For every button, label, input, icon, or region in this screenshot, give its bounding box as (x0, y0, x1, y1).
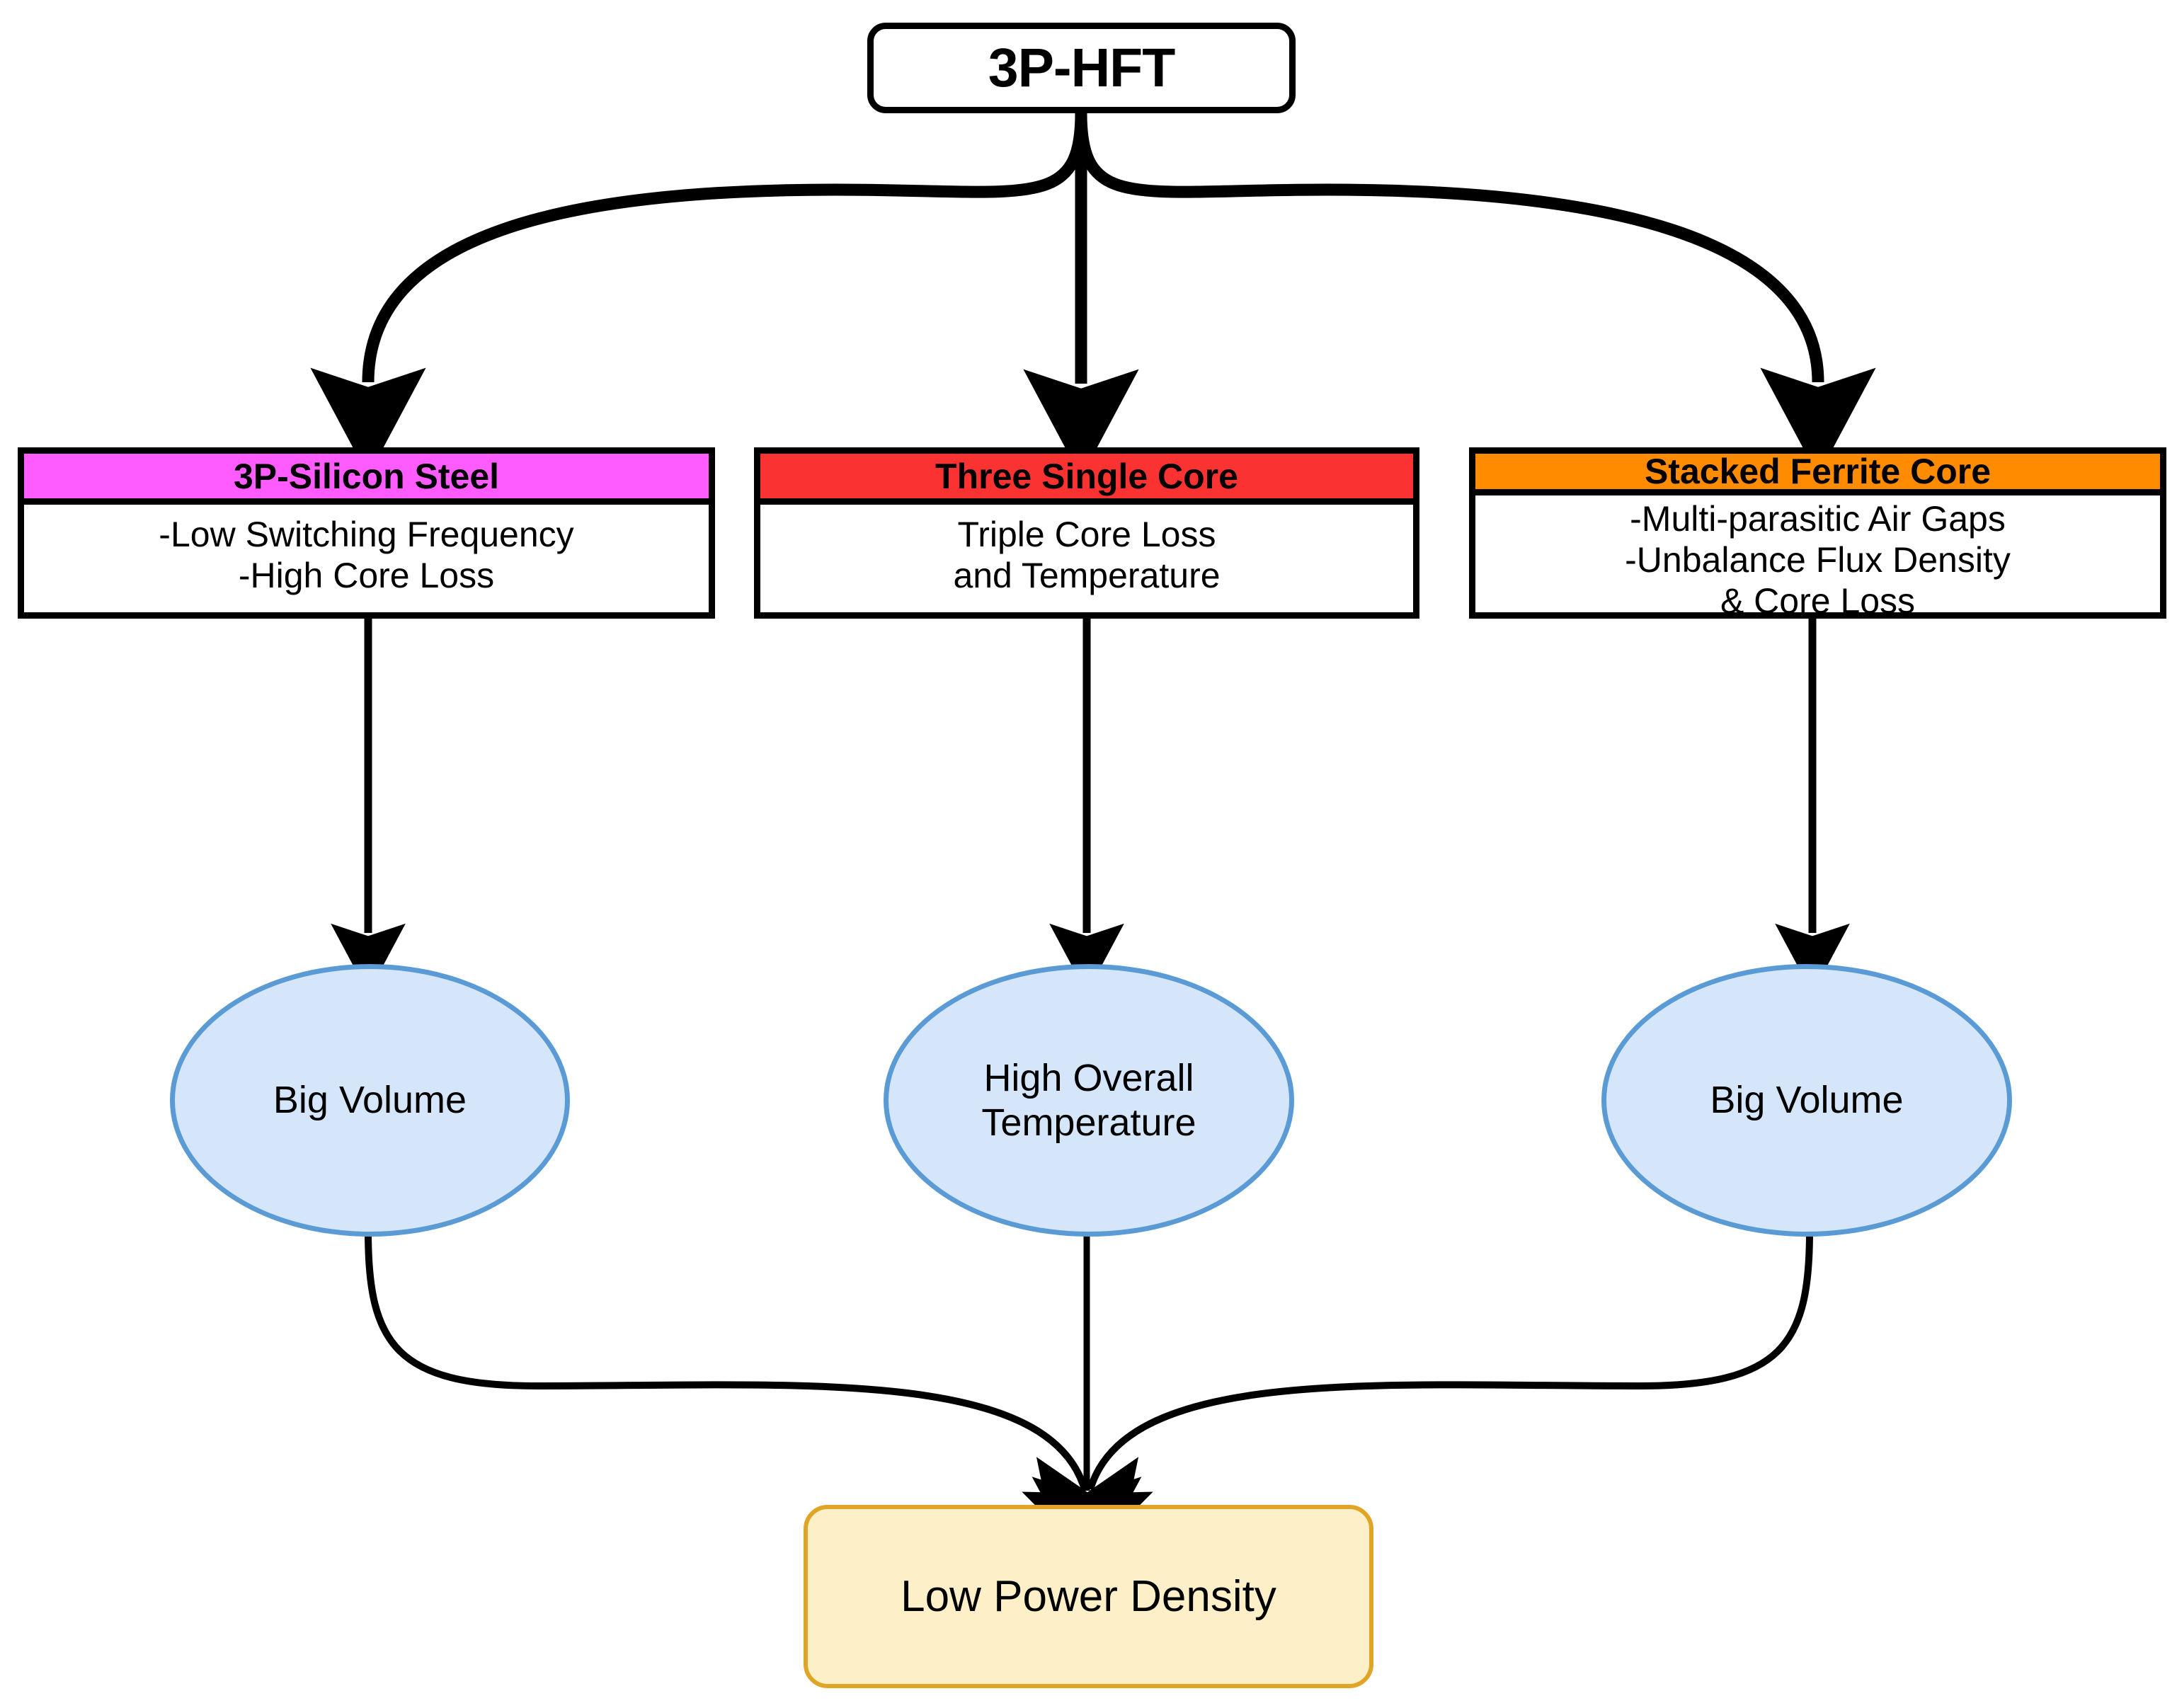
root-node-3p-hft[interactable]: 3P-HFT (867, 23, 1296, 113)
option-card-body-stacked-ferrite-core: -Multi-parasitic Air Gaps -Unbalance Flu… (1475, 495, 2160, 631)
edge-root-to-silicon-steel (310, 113, 1087, 476)
option-card-header-label: 3P-Silicon Steel (233, 456, 500, 496)
root-node-label: 3P-HFT (988, 37, 1175, 98)
option-card-silicon-steel[interactable]: 3P-Silicon Steel -Low Switching Frequenc… (18, 447, 715, 619)
conclusion-node-label: Low Power Density (901, 1571, 1276, 1621)
outcome-ellipse-big-volume-right[interactable]: Big Volume (1601, 964, 2012, 1237)
option-card-header-label: Three Single Core (935, 456, 1238, 496)
outcome-ellipse-label: Big Volume (273, 1079, 467, 1122)
outcome-ellipse-high-overall-temperature[interactable]: High Overall Temperature (884, 964, 1294, 1237)
option-card-body-text: Triple Core Loss and Temperature (953, 515, 1221, 595)
option-card-header-label: Stacked Ferrite Core (1644, 452, 1992, 491)
option-card-header-stacked-ferrite-core: Stacked Ferrite Core (1475, 454, 2160, 495)
option-card-header-silicon-steel: 3P-Silicon Steel (24, 454, 709, 505)
option-card-body-three-single-core: Triple Core Loss and Temperature (760, 505, 1413, 612)
edge-root-to-stacked-ferrite-core (1075, 113, 1876, 476)
option-card-body-text: -Multi-parasitic Air Gaps -Unbalance Flu… (1625, 499, 2011, 621)
edge-big-volume-right-to-low-power-density (1036, 1231, 1813, 1583)
option-card-stacked-ferrite-core[interactable]: Stacked Ferrite Core -Multi-parasitic Ai… (1469, 447, 2166, 621)
outcome-ellipse-label: Big Volume (1710, 1079, 1904, 1122)
option-card-three-single-core[interactable]: Three Single Core Triple Core Loss and T… (754, 447, 1419, 619)
option-card-header-three-single-core: Three Single Core (760, 454, 1413, 505)
conclusion-node-low-power-density[interactable]: Low Power Density (804, 1505, 1373, 1688)
outcome-ellipse-label: High Overall Temperature (981, 1057, 1196, 1144)
option-card-body-text: -Low Switching Frequency -High Core Loss (159, 515, 574, 595)
option-card-body-silicon-steel: -Low Switching Frequency -High Core Loss (24, 505, 709, 612)
edge-big-volume-left-to-low-power-density (365, 1231, 1139, 1583)
outcome-ellipse-big-volume-left[interactable]: Big Volume (170, 964, 570, 1237)
